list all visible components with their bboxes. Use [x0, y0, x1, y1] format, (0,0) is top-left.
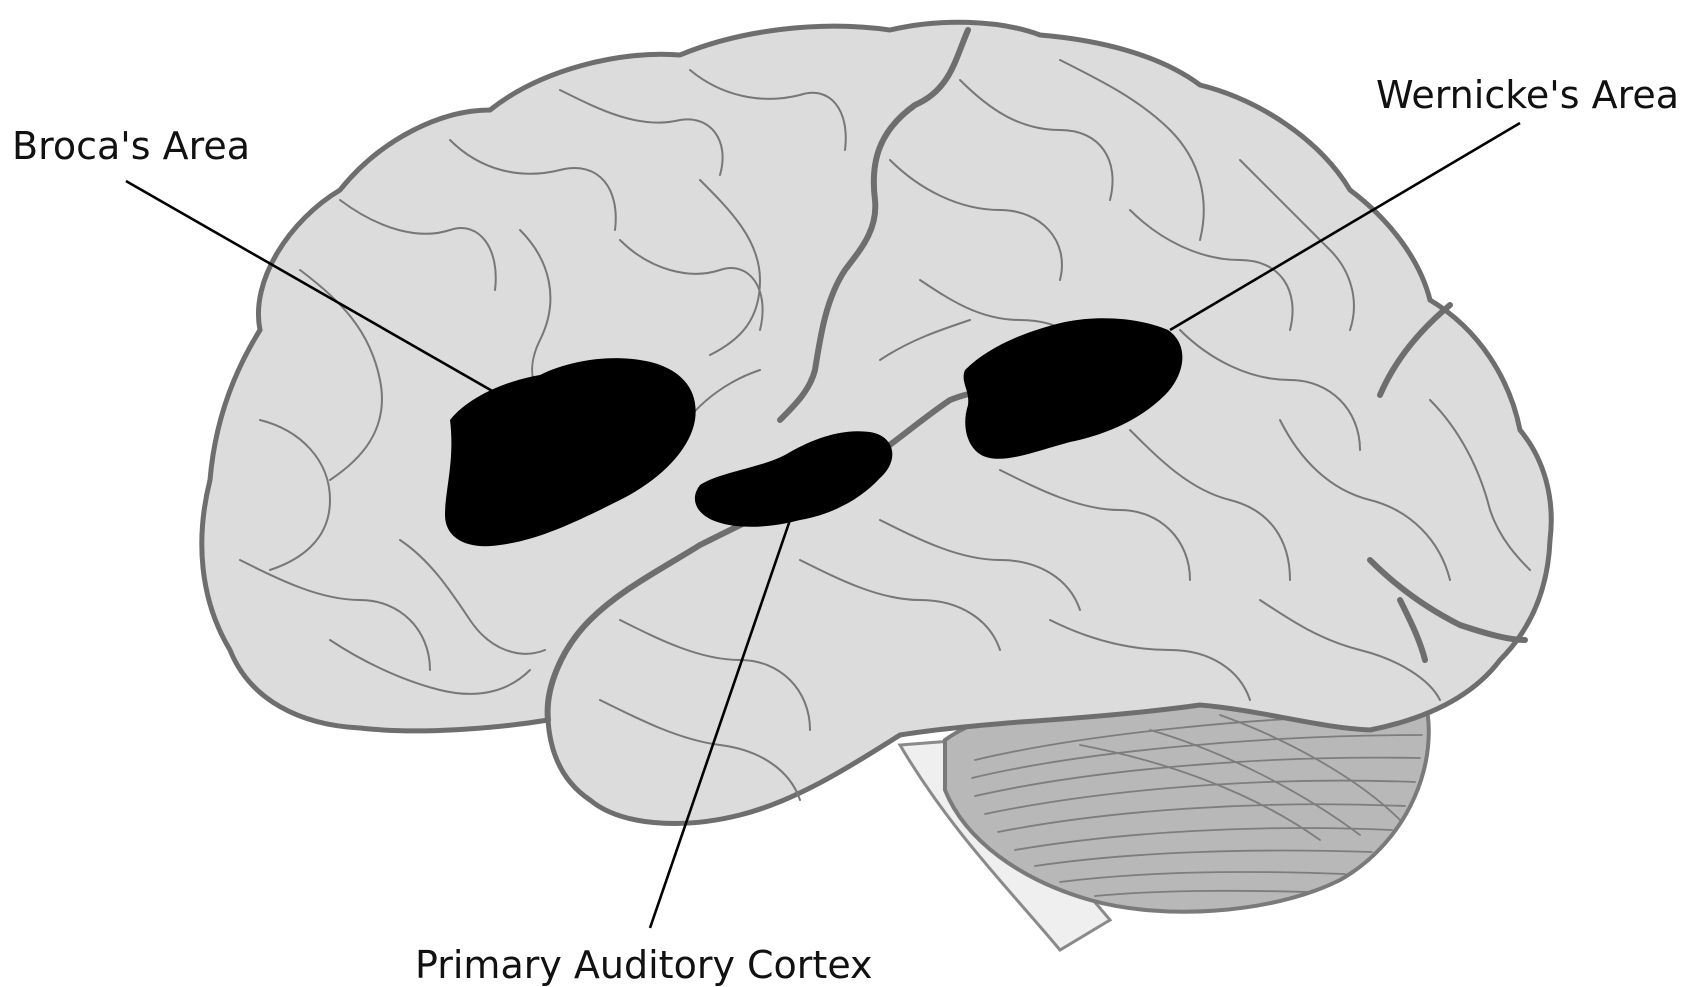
broca-area-label: Broca's Area	[12, 124, 250, 168]
cerebrum	[202, 22, 1551, 823]
wernicke-area-label: Wernicke's Area	[1376, 73, 1679, 117]
primary-auditory-cortex-label: Primary Auditory Cortex	[415, 943, 873, 987]
